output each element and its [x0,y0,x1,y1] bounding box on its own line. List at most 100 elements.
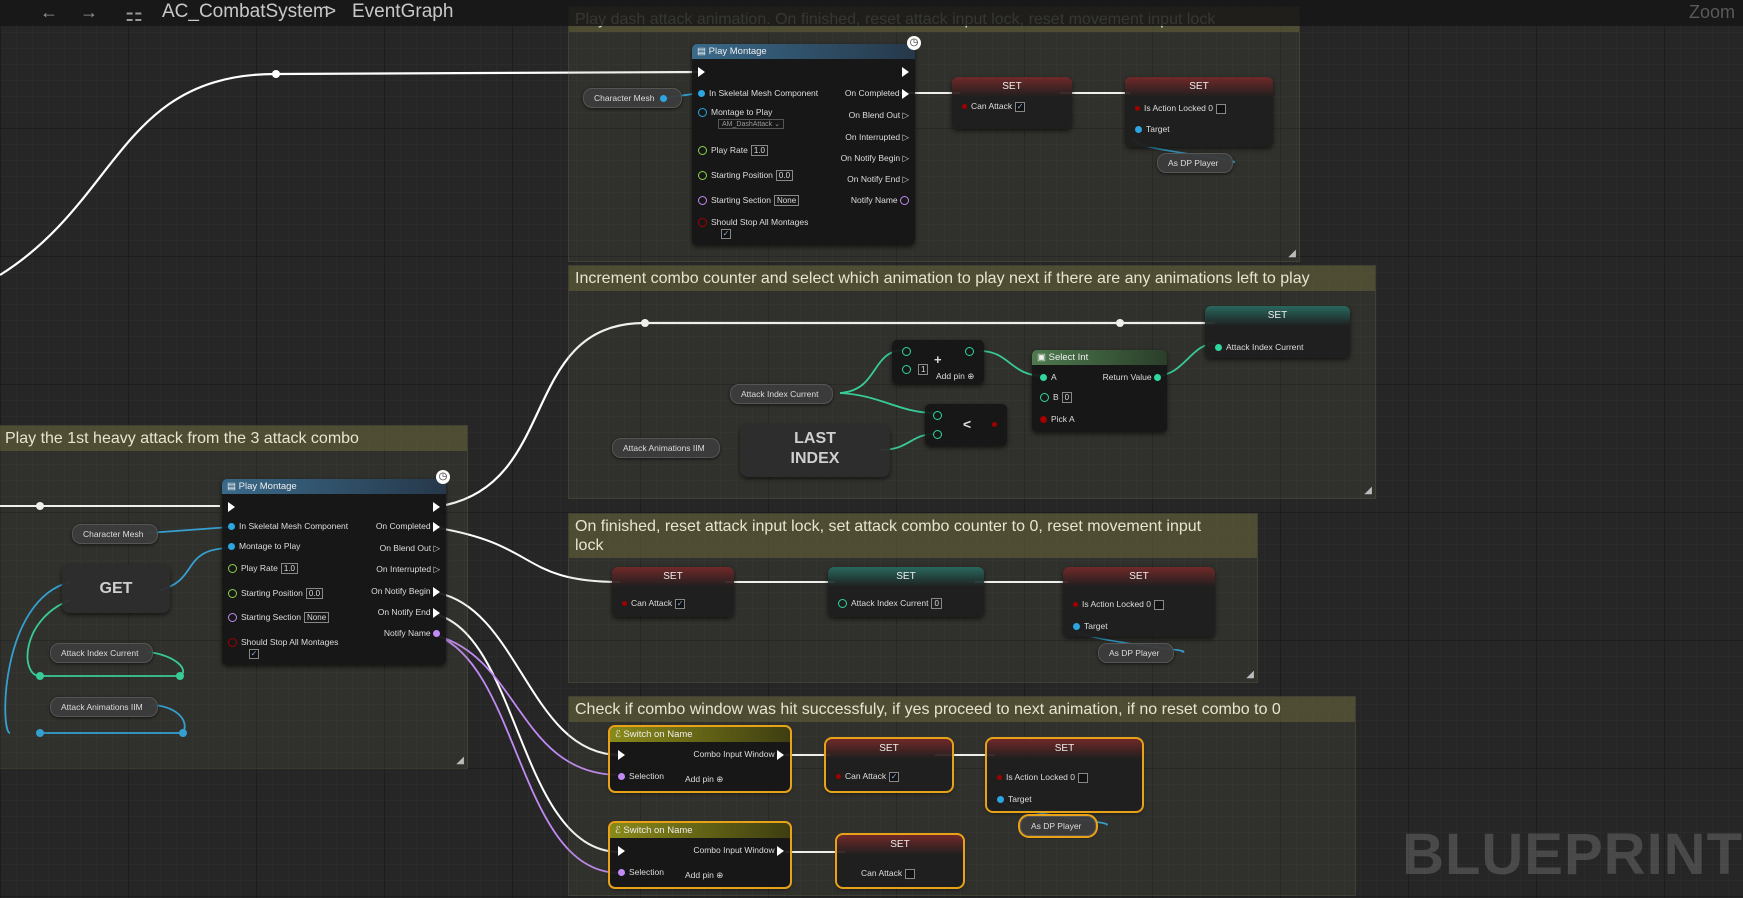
exec-in-pin[interactable] [618,749,625,760]
resize-handle[interactable]: ◢ [1246,669,1254,680]
exec-in-pin[interactable] [618,845,625,856]
exec-out-pin[interactable] [433,501,440,512]
set-attack-index-current[interactable]: SET Attack Index Current [1205,306,1350,358]
graph-toolbar: ← → ⚏ AC_CombatSystem > EventGraph Zoom [0,0,1743,26]
set-can-attack-dash[interactable]: SET Can Attack✓ [952,77,1072,129]
less-than-node[interactable]: < [925,404,1007,446]
play-montage-node-dash[interactable]: ▤ Play Montage In Skeletal Mesh Componen… [692,44,915,245]
set-is-action-locked-finished[interactable]: SET Is Action Locked 0 Target [1063,567,1215,637]
pin-should-stop[interactable]: Should Stop All Montages [228,637,338,648]
pin-notify-name[interactable]: Notify Name [384,628,440,638]
resize-handle[interactable]: ◢ [1288,248,1296,259]
breadcrumb-root[interactable]: AC_CombatSystem [162,1,329,22]
pin-on-interrupted[interactable]: On Interrupted ▷ [845,132,909,142]
var-attack-index-current[interactable]: Attack Index Current [730,384,834,404]
pin-should-stop[interactable]: Should Stop All Montages [698,217,808,228]
pin-is-action-locked[interactable]: Is Action Locked 0 [1073,599,1164,610]
pin-is-action-locked[interactable]: Is Action Locked 0 [1135,103,1226,114]
pin-target[interactable]: Target [997,794,1032,804]
graph-hierarchy-icon[interactable]: ⚏ [125,4,143,26]
pin-target[interactable]: Target [1135,124,1170,134]
var-attack-animations[interactable]: Attack Animations IIM [50,697,158,717]
play-montage-node-heavy[interactable]: ▤ Play Montage In Skeletal Mesh Componen… [222,479,446,665]
get-array-node[interactable]: GET [62,565,170,613]
breadcrumb-graph[interactable]: EventGraph [352,1,454,22]
node-title: ▣ Select Int [1032,350,1167,365]
resize-handle[interactable]: ◢ [1364,485,1372,496]
reroute-node [179,729,187,737]
switch-on-name-node-2[interactable]: ℰ Switch on Name Combo Input Window Sele… [608,821,792,889]
pin-in-skeletal[interactable]: In Skeletal Mesh Component [228,521,348,531]
pin-return-value[interactable]: Return Value [1103,372,1161,382]
pin-combo-input-window[interactable]: Combo Input Window [693,845,784,856]
set-is-action-locked-dash[interactable]: SET Is Action Locked 0 Target [1125,77,1273,147]
set-can-attack-reset[interactable]: SET Can Attack [835,833,965,889]
exec-in-pin[interactable] [698,66,705,77]
var-character-mesh[interactable]: Character Mesh [583,88,682,108]
var-as-dp-player-finished[interactable]: As DP Player [1098,643,1175,663]
pin-on-interrupted[interactable]: On Interrupted ▷ [376,564,440,574]
switch-on-name-node-1[interactable]: ℰ Switch on Name Combo Input Window Sele… [608,725,792,793]
reroute-node [641,319,649,327]
pin-on-blend-out[interactable]: On Blend Out ▷ [848,110,909,120]
pin-on-notify-end[interactable]: On Notify End ▷ [847,174,909,184]
set-can-attack-check[interactable]: SET Can Attack✓ [824,737,954,793]
pin-on-notify-end[interactable]: On Notify End [378,607,440,618]
exec-in-pin[interactable] [228,501,235,512]
set-can-attack-finished[interactable]: SET Can Attack✓ [612,567,734,617]
montage-asset-dropdown[interactable]: AM_DashAttack ⌄ [718,119,784,129]
add-node[interactable]: 1 + Add pin ⊕ [892,340,984,384]
less-operator: < [963,416,972,432]
var-attack-animations[interactable]: Attack Animations IIM [612,438,720,458]
reroute-node [272,70,280,78]
var-as-dp-player-check[interactable]: As DP Player [1017,814,1099,838]
exec-out-pin[interactable] [902,66,909,77]
pin-attack-index-current[interactable]: Attack Index Current [1215,342,1303,352]
pin-selection[interactable]: Selection [618,867,664,877]
var-character-mesh[interactable]: Character Mesh [72,524,159,544]
pin-on-completed[interactable]: On Completed [845,88,909,99]
pin-on-blend-out[interactable]: On Blend Out ▷ [379,543,440,553]
pin-can-attack[interactable]: Can Attack✓ [836,771,900,782]
resize-handle[interactable]: ◢ [456,755,464,766]
var-attack-index-current[interactable]: Attack Index Current [50,643,154,663]
reroute-node [176,672,184,680]
add-pin-button[interactable]: Add pin ⊕ [685,870,724,880]
forward-arrow-icon[interactable]: → [80,2,98,22]
pin-montage[interactable]: Montage to Play [698,107,772,118]
pin-on-notify-begin[interactable]: On Notify Begin [371,586,440,597]
pin-a[interactable]: A [1040,372,1057,382]
pin-on-notify-begin[interactable]: On Notify Begin ▷ [840,153,909,163]
pin-on-completed[interactable]: On Completed [376,521,440,532]
pin-target[interactable]: Target [1073,621,1108,631]
zoom-label: Zoom [1688,2,1735,22]
pin-can-attack[interactable]: Can Attack✓ [622,598,686,609]
add-pin-button[interactable]: Add pin ⊕ [685,774,724,784]
pin-montage[interactable]: Montage to Play [228,541,300,551]
pin-selection[interactable]: Selection [618,771,664,781]
pin-combo-input-window[interactable]: Combo Input Window [693,749,784,760]
set-is-action-locked-check[interactable]: SET Is Action Locked 0 Target [985,737,1144,813]
add-pin-button[interactable]: Add pin ⊕ [936,371,975,381]
var-as-dp-player-dash[interactable]: As DP Player [1157,153,1234,173]
should-stop-checkbox[interactable]: ✓ [721,228,731,239]
back-arrow-icon[interactable]: ← [40,2,58,22]
pin-in-skeletal[interactable]: In Skeletal Mesh Component [698,88,818,98]
pin-notify-name[interactable]: Notify Name [851,195,909,206]
pin-can-attack[interactable]: Can Attack✓ [962,101,1026,112]
pin-pick-a[interactable]: Pick A [1040,414,1075,424]
pin-is-action-locked[interactable]: Is Action Locked 0 [997,772,1088,783]
should-stop-checkbox[interactable]: ✓ [249,648,259,659]
pin-can-attack[interactable]: Can Attack [861,868,916,879]
